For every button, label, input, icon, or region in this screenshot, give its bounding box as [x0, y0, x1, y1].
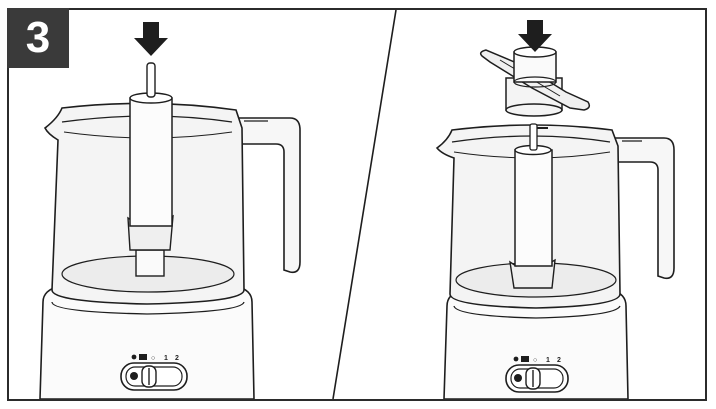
panel-divider	[332, 9, 397, 400]
dial-off-label: ○	[533, 357, 537, 364]
power-indicator-icon	[514, 374, 522, 382]
dial-speed-1-label: 1	[164, 355, 168, 362]
drive-shaft	[509, 123, 556, 289]
blade-attachment	[479, 46, 591, 117]
drive-shaft	[127, 62, 174, 277]
down-arrow-icon	[134, 22, 168, 56]
dial-off-label: ○	[151, 355, 155, 362]
speed-dial[interactable]: ○ 1 2	[505, 356, 569, 393]
pulse-icon	[521, 356, 529, 362]
panel-insert-drive-shaft: ○ 1 2	[39, 22, 301, 399]
step-number-badge: 3	[7, 8, 69, 68]
down-arrow-icon	[518, 20, 552, 52]
food-processor-bowl	[435, 124, 675, 309]
speed-dial[interactable]: ○ 1 2	[120, 354, 188, 391]
dial-speed-2-label: 2	[175, 355, 179, 362]
dial-speed-2-label: 2	[557, 357, 561, 364]
pulse-icon	[139, 354, 147, 360]
power-indicator-icon	[130, 372, 138, 380]
panel-attach-blade: ○ 1 2	[435, 20, 675, 399]
dial-speed-1-label: 1	[546, 357, 550, 364]
